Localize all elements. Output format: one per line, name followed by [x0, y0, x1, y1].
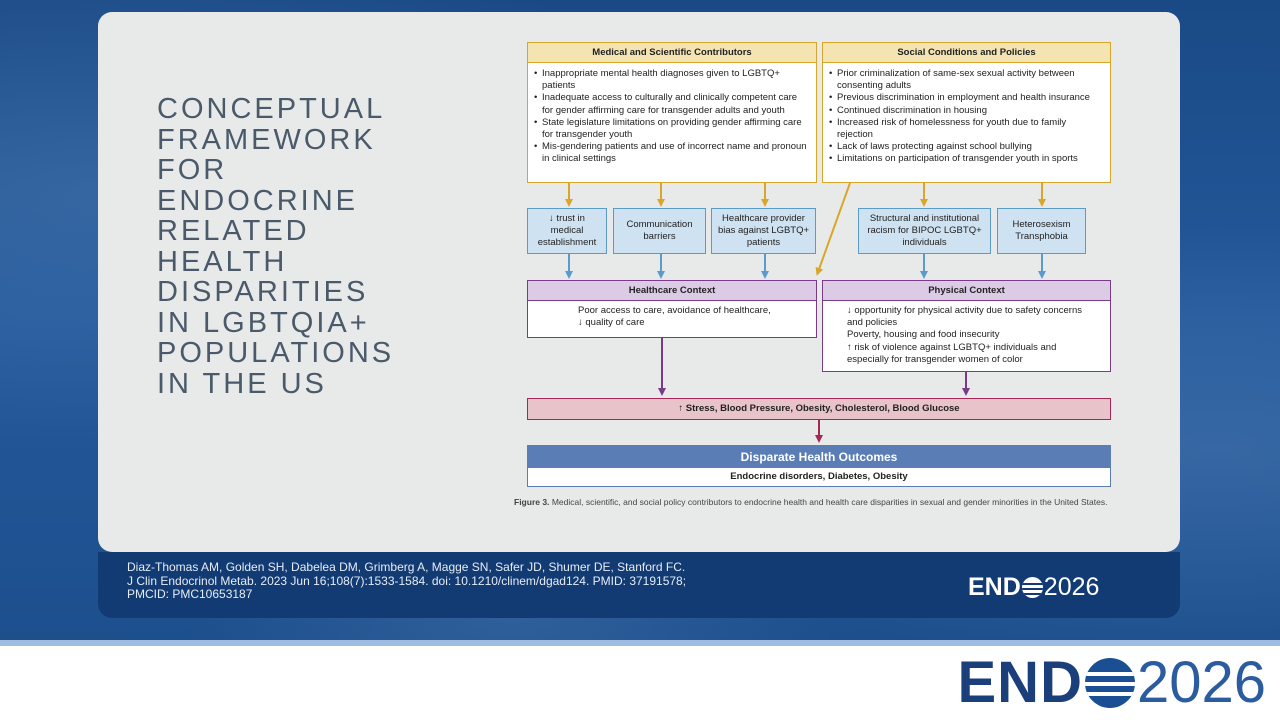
bottom-bar	[0, 640, 1280, 720]
endo-logo-large: END 2026	[958, 654, 1267, 712]
communication-barriers-box: Communication barriers	[613, 208, 706, 254]
endo-logo-small: END 2026	[968, 574, 1099, 600]
healthcare-context-body: Poor access to care, avoidance of health…	[528, 301, 816, 333]
title-line: DISPARITIES	[157, 276, 369, 308]
title-line: POPULATIONS	[157, 337, 395, 369]
physical-context-body: ↓ opportunity for physical activity due …	[823, 301, 1110, 370]
healthcare-context-header: Healthcare Context	[528, 281, 816, 301]
logo-year-text: 2026	[1043, 573, 1100, 601]
title-line: CONCEPTUAL	[157, 93, 386, 125]
list-item: Continued discrimination in housing	[829, 105, 1104, 117]
physical-context-box: Physical Context ↓ opportunity for physi…	[822, 280, 1111, 372]
logo-end-text: END	[968, 573, 1021, 601]
physical-context-header: Physical Context	[823, 281, 1110, 301]
title-line: IN THE US	[157, 367, 327, 400]
list-item: State legislature limitations on providi…	[534, 117, 810, 141]
list-item: Mis-gendering patients and use of incorr…	[534, 141, 810, 165]
figure-caption: Figure 3. Medical, scientific, and socia…	[514, 497, 1114, 508]
healthcare-context-box: Healthcare Context Poor access to care, …	[527, 280, 817, 338]
list-item: Inappropriate mental health diagnoses gi…	[534, 68, 810, 92]
context-line: Poverty, housing and food insecurity	[847, 329, 1000, 341]
title-line: FRAMEWORK	[157, 123, 376, 156]
citation: Diaz-Thomas AM, Golden SH, Dabelea DM, G…	[127, 560, 727, 602]
medical-contributors-box: Medical and Scientific Contributors Inap…	[527, 42, 817, 183]
social-conditions-header: Social Conditions and Policies	[823, 43, 1110, 63]
list-item: Lack of laws protecting against school b…	[829, 141, 1104, 153]
citation-line: PMCID: PMC10653187	[127, 587, 253, 601]
title-line: FOR	[157, 154, 228, 186]
citation-line: Diaz-Thomas AM, Golden SH, Dabelea DM, G…	[127, 560, 686, 574]
slide-title: CONCEPTUAL FRAMEWORK FOR ENDOCRINE RELAT…	[157, 94, 437, 399]
provider-bias-box: Healthcare provider bias against LGBTQ+ …	[711, 208, 816, 254]
title-line: HEALTH	[157, 245, 288, 278]
list-item: Previous discrimination in employment an…	[829, 92, 1104, 104]
title-line: IN LGBTQIA+	[157, 306, 370, 339]
social-conditions-box: Social Conditions and Policies Prior cri…	[822, 42, 1111, 183]
outcomes-header: Disparate Health Outcomes	[528, 446, 1110, 468]
heterosexism-box: Heterosexism Transphobia	[997, 208, 1086, 254]
list-item: Prior criminalization of same-sex sexual…	[829, 68, 1104, 92]
globe-icon	[1021, 576, 1043, 598]
context-line: ↑ risk of violence against LGBTQ+ indivi…	[847, 341, 1057, 365]
structural-racism-box: Structural and institutional racism for …	[858, 208, 991, 254]
citation-line: J Clin Endocrinol Metab. 2023 Jun 16;108…	[127, 573, 687, 588]
list-item: Increased risk of homelessness for youth…	[829, 117, 1104, 141]
logo-end-text: END	[957, 650, 1083, 715]
stress-box: ↑ Stress, Blood Pressure, Obesity, Chole…	[527, 398, 1111, 420]
list-item: Inadequate access to culturally and clin…	[534, 92, 810, 116]
social-conditions-list: Prior criminalization of same-sex sexual…	[823, 63, 1110, 168]
context-line: ↓ quality of care	[578, 317, 645, 329]
context-line: Poor access to care, avoidance of health…	[578, 305, 771, 316]
medical-contributors-list: Inappropriate mental health diagnoses gi…	[528, 63, 816, 168]
medical-contributors-header: Medical and Scientific Contributors	[528, 43, 816, 63]
outcomes-body: Endocrine disorders, Diabetes, Obesity	[730, 471, 908, 482]
logo-year-text: 2026	[1136, 650, 1266, 715]
outcomes-box: Disparate Health Outcomes Endocrine diso…	[527, 445, 1111, 487]
context-line: ↓ opportunity for physical activity due …	[847, 305, 1082, 329]
title-line: RELATED	[157, 215, 310, 247]
list-item: Limitations on participation of transgen…	[829, 153, 1104, 165]
title-line: ENDOCRINE	[157, 184, 359, 217]
citation-band	[98, 552, 1180, 618]
caption-label: Figure 3.	[514, 497, 550, 507]
caption-text: Medical, scientific, and social policy c…	[551, 497, 1108, 507]
globe-icon	[1084, 658, 1135, 708]
trust-box: ↓ trust in medical establishment	[527, 208, 607, 254]
